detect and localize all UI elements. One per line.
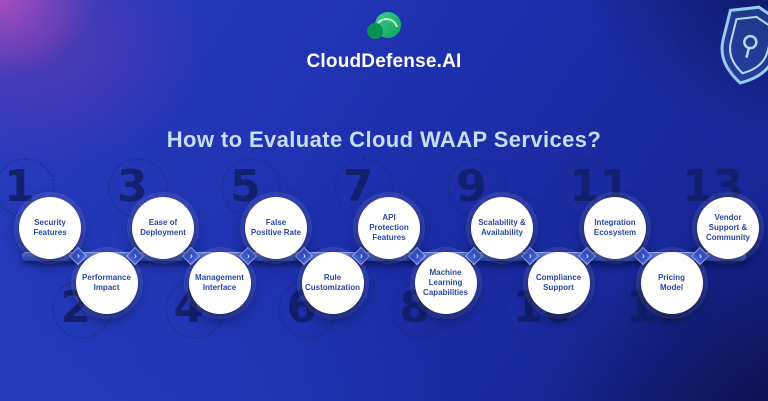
step-label: Machine Learning Capabilities [423, 268, 468, 297]
step-number: 5 [221, 158, 281, 218]
step-circle: Vendor Support & Community [697, 197, 759, 259]
step-label: Integration Ecosystem [593, 218, 637, 237]
step-label: Rule Customization [304, 273, 361, 292]
step-circle: Pricing Model [640, 252, 703, 314]
step-number: 1 [0, 158, 55, 218]
step-circle: Scalability & Availability [471, 197, 533, 259]
step-circle: Performance Impact [75, 252, 138, 314]
step-label: Performance Impact [82, 273, 131, 292]
step-circle: Compliance Support [527, 252, 590, 314]
step-number: 7 [334, 158, 394, 218]
step-circle: Rule Customization [301, 252, 364, 314]
step-number: 9 [447, 158, 507, 218]
step-label: False Positive Rate [250, 218, 302, 237]
step-label: Pricing Model [657, 273, 686, 292]
step-label: API Protection Features [369, 213, 409, 242]
step-circle: Security Features [19, 197, 81, 259]
step-label: Security Features [33, 218, 67, 237]
step-label: Compliance Support [535, 273, 582, 292]
step-circle: API Protection Features [358, 197, 420, 259]
step-circle: Integration Ecosystem [584, 197, 646, 259]
brand-logo: CloudDefense.AI [0, 10, 768, 73]
step-circle: Management Interface [188, 252, 251, 314]
step-label: Management Interface [195, 273, 244, 292]
step-label: Vendor Support & Community [706, 213, 750, 242]
clouddefense-logo-icon [364, 10, 404, 44]
step-number: 3 [108, 158, 168, 218]
step-circle: Ease of Deployment [132, 197, 194, 259]
step-label: Ease of Deployment [140, 218, 186, 237]
step-label: Scalability & Availability [478, 218, 526, 237]
step-circle: False Positive Rate [245, 197, 307, 259]
step-circle: Machine Learning Capabilities [414, 252, 477, 314]
brand-name: CloudDefense.AI [306, 51, 462, 72]
page-title: How to Evaluate Cloud WAAP Services? [166, 126, 602, 152]
